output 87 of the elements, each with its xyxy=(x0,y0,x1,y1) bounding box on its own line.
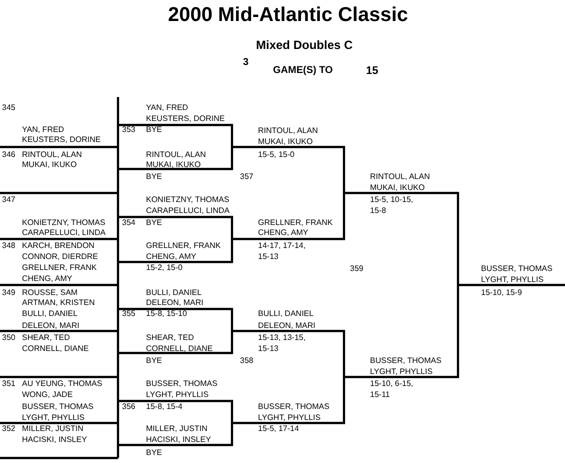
match-number: 353 xyxy=(122,124,136,134)
match-score: 15-8, 15-4 xyxy=(146,400,182,412)
player-name: KARCH, BRENDON xyxy=(22,240,94,250)
match-score: 15-8, 15-10 xyxy=(146,308,187,318)
player-name: LYGHT, PHYLLIS xyxy=(146,388,209,400)
player-name: MUKAI, IKUKO xyxy=(370,182,425,192)
player-name: KEUSTERS, DORINE xyxy=(22,134,101,144)
player-name: CHENG, AMY xyxy=(258,226,308,238)
points-target: 15 xyxy=(366,65,378,77)
player-name: DELEON, MARI xyxy=(146,296,204,308)
player-name: YAN, FRED xyxy=(22,124,64,134)
player-name: KONIETZNY, THOMAS xyxy=(22,216,106,228)
match-score: 15-10, 6-15, 15-11 xyxy=(370,378,414,400)
match-number: 345 xyxy=(2,102,16,112)
player-name: LYGHT, PHYLLIS xyxy=(370,366,433,376)
player-name: ROUSSE, SAM xyxy=(22,286,78,298)
match-number: 349 xyxy=(2,286,16,298)
match-number: 355 xyxy=(122,308,136,318)
player-name: GRELLNER, FRANK xyxy=(258,216,333,228)
player-name: BUSSER, THOMAS xyxy=(146,378,218,388)
match-number: 351 xyxy=(2,378,16,388)
match-score: 15-5, 17-14 xyxy=(258,422,299,434)
player-name: HACISKI, INSLEY xyxy=(22,434,87,444)
player-name: AU YEUNG, THOMAS xyxy=(22,378,102,388)
player-name: RINTOUL, ALAN xyxy=(258,124,318,136)
bye-label: BYE xyxy=(146,216,162,228)
player-name: BULLI, DANIEL xyxy=(22,308,78,318)
match-number: 350 xyxy=(2,332,16,342)
match-score: 15-10, 15-9 xyxy=(481,286,522,298)
player-name: CORNELL, DIANE xyxy=(146,342,213,354)
bye-label: BYE xyxy=(146,170,162,182)
player-name: LYGHT, PHYLLIS xyxy=(481,274,544,284)
player-name: MILLER, JUSTIN xyxy=(22,422,84,434)
match-number: 357 xyxy=(240,170,254,182)
match-number: 356 xyxy=(122,400,136,412)
bye-label: BYE xyxy=(146,354,162,366)
player-name: BULLI, DANIEL xyxy=(146,286,202,298)
match-number: 347 xyxy=(2,194,16,204)
player-name: GRELLNER, FRANK xyxy=(146,240,221,250)
player-name: DELEON, MARI xyxy=(258,320,316,330)
player-name: BUSSER, THOMAS xyxy=(22,400,94,412)
match-number: 358 xyxy=(240,354,254,366)
bye-label: BYE xyxy=(146,446,162,458)
player-name: SHEAR, TED xyxy=(146,332,194,342)
player-name: CHENG, AMY xyxy=(146,250,196,262)
player-name: MUKAI, IKUKO xyxy=(22,158,77,170)
event-subtitle: Mixed Doubles C xyxy=(256,38,353,52)
match-number: 346 xyxy=(2,148,16,160)
bye-label: BYE xyxy=(146,124,162,134)
player-name: RINTOUL, ALAN xyxy=(146,148,206,160)
player-name: ARTMAN, KRISTEN xyxy=(22,296,95,308)
match-score: 15-5, 15-0 xyxy=(258,148,294,160)
player-name: RINTOUL, ALAN xyxy=(370,170,430,182)
match-score: 15-13, 13-15, 15-13 xyxy=(258,332,307,354)
match-number: 359 xyxy=(350,262,364,274)
player-name: DELEON, MARI xyxy=(22,320,80,330)
player-name: KONIETZNY, THOMAS xyxy=(146,194,230,204)
player-name: BUSSER, THOMAS xyxy=(481,262,552,274)
player-name: CONNOR, DIERDRE xyxy=(22,250,98,262)
player-name: CORNELL, DIANE xyxy=(22,342,89,354)
player-name: LYGHT, PHYLLIS xyxy=(258,412,321,422)
player-name: BUSSER, THOMAS xyxy=(258,400,330,412)
player-name: MUKAI, IKUKO xyxy=(258,136,313,146)
match-number: 348 xyxy=(2,240,16,250)
games-to-label: GAME(S) TO xyxy=(273,65,333,77)
player-name: CARAPELLUCI, LINDA xyxy=(22,226,106,238)
player-name: BULLI, DANIEL xyxy=(258,308,314,318)
player-name: HACISKI, INSLEY xyxy=(146,434,211,444)
player-name: YAN, FRED xyxy=(146,102,188,112)
player-name: MILLER, JUSTIN xyxy=(146,422,208,434)
match-score: 15-2, 15-0 xyxy=(146,262,182,272)
player-name: GRELLNER, FRANK xyxy=(22,262,97,272)
match-score: 15-5, 10-15, 15-8 xyxy=(370,194,414,216)
player-name: CHENG, AMY xyxy=(22,272,72,284)
match-number: 354 xyxy=(122,216,136,228)
player-name: SHEAR, TED xyxy=(22,332,70,342)
match-number: 352 xyxy=(2,422,16,434)
games-count: 3 xyxy=(243,57,249,69)
match-score: 14-17, 17-14, 15-13 xyxy=(258,240,307,262)
player-name: MUKAI, IKUKO xyxy=(146,158,201,170)
page-title: 2000 Mid-Atlantic Classic xyxy=(168,3,408,27)
player-name: BUSSER, THOMAS xyxy=(370,354,442,366)
player-name: KEUSTERS, DORINE xyxy=(146,112,225,124)
player-name: CARAPELLUCI, LINDA xyxy=(146,204,230,216)
player-name: RINTOUL, ALAN xyxy=(22,148,82,160)
player-name: LYGHT, PHYLLIS xyxy=(22,412,85,422)
player-name: WONG, JADE xyxy=(22,388,73,400)
